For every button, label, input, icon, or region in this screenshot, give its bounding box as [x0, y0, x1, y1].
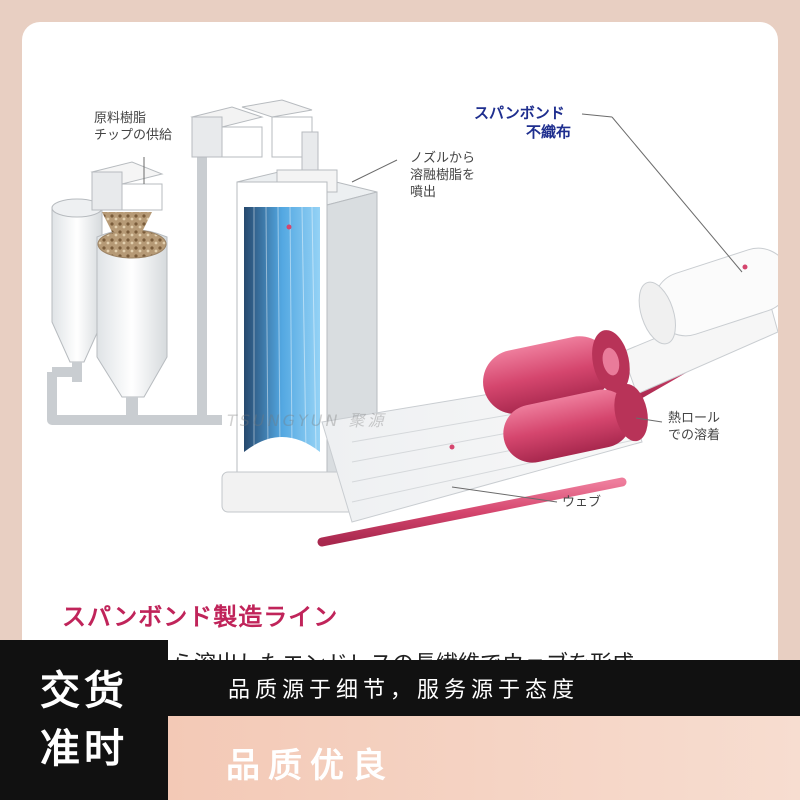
label-spunbond-nonwoven: スパンボンド 不織布: [474, 104, 571, 142]
label-line: スパンボンド: [474, 104, 565, 122]
label-line: チップの供給: [94, 128, 173, 143]
badge-line-2: 准时: [40, 726, 128, 772]
label-line: 噴出: [410, 185, 437, 200]
label-line: 原料樹脂: [94, 111, 147, 126]
label-heat-roll: 熱ロール での溶着: [668, 410, 720, 444]
leader-lines: [143, 113, 743, 503]
spunbond-output-roll: [638, 247, 778, 345]
spunbond-process-diagram: [47, 99, 778, 547]
diagram-caption: スパンボンド製造ライン: [62, 603, 339, 631]
heat-rolls: [483, 330, 648, 463]
watermark: TSUNGYUN 聚源: [227, 411, 387, 430]
resin-tanks: [51, 161, 168, 419]
quality-bar: 品质优良: [168, 716, 800, 800]
delivery-badge: 交货 准时: [0, 640, 168, 800]
label-web: ウェブ: [562, 495, 602, 510]
label-line: 不織布: [526, 123, 572, 141]
quality-text: 品质优良: [226, 746, 394, 786]
label-line: 溶融樹脂を: [410, 168, 476, 183]
badge-line-1: 交货: [40, 668, 128, 714]
label-nozzle: ノズルから 溶融樹脂を 噴出: [410, 150, 475, 201]
label-line: ノズルから: [410, 151, 476, 166]
label-line: での溶着: [668, 428, 721, 443]
label-line: 熱ロール: [668, 411, 721, 426]
label-raw-resin-supply: 原料樹脂 チップの供給: [94, 110, 172, 144]
diagram-card: 原料樹脂 チップの供給 ノズルから 溶融樹脂を 噴出 スパンボンド 不織布 熱ロ…: [22, 22, 778, 722]
slogan-text: 品质源于细节，服务源于态度: [228, 678, 580, 703]
slogan-bar: 品质源于细节，服务源于态度: [168, 660, 800, 716]
